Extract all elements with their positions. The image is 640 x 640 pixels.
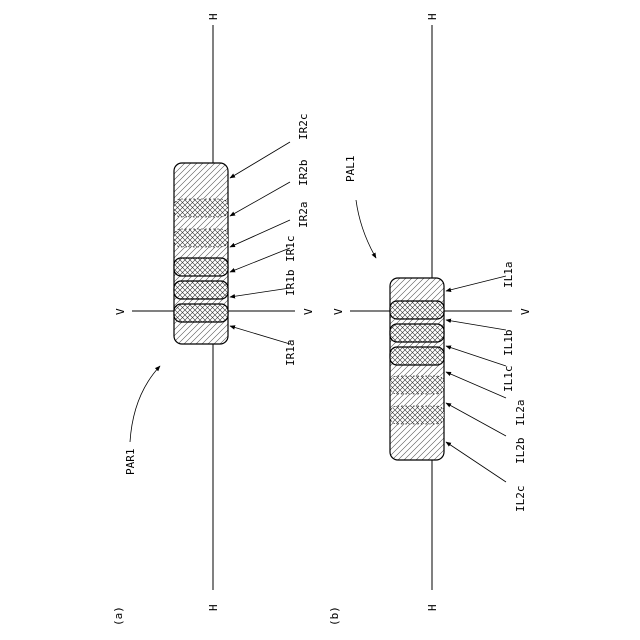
leader-par1 (130, 366, 160, 442)
label-ir2a: IR2a (297, 202, 310, 229)
leader-ir2c (230, 142, 290, 178)
label-il1b: IL1b (502, 330, 515, 357)
leader-il2b (446, 403, 506, 436)
label-il2a: IL2a (514, 400, 527, 427)
label-il1a: IL1a (502, 262, 515, 289)
leader-ir1b (230, 288, 290, 297)
leader-il1c (446, 346, 506, 366)
panel-b-h-top: H (426, 13, 439, 20)
leader-il1a (446, 276, 506, 291)
panel-a-pointer-label: PAR1 (124, 449, 137, 476)
region-ir1c (174, 258, 228, 276)
leader-ir1c (230, 248, 290, 272)
panel-b-v-right: V (519, 308, 532, 315)
region-il1a (390, 301, 444, 319)
label-ir1b: IR1b (284, 270, 297, 297)
leader-il2c (446, 442, 506, 482)
label-il2c: IL2c (514, 486, 527, 513)
region-il1b (390, 324, 444, 342)
panel-a-v-right: V (302, 308, 315, 315)
panel-a-region-par1 (174, 163, 228, 344)
label-ir1a: IR1a (284, 340, 297, 367)
panel-b: (b) H H V V PAL1 IL1a IL1b IL1c IL2a IL2… (328, 13, 532, 626)
panel-b-region-pal1 (390, 278, 444, 460)
panel-b-pointer-label: PAL1 (344, 156, 357, 183)
region-il1c (390, 347, 444, 365)
panel-a-h-bottom: H (207, 604, 220, 611)
region-il2a (390, 376, 444, 394)
panel-a-caption: (a) (112, 606, 125, 626)
leader-il1b (446, 320, 506, 330)
region-ir1b (174, 281, 228, 299)
label-ir2b: IR2b (297, 160, 310, 187)
label-il1c: IL1c (502, 366, 515, 393)
leader-il2a (446, 372, 506, 398)
leader-ir2b (230, 182, 290, 216)
panel-a-v-left: V (114, 308, 127, 315)
panel-a-h-top: H (207, 13, 220, 20)
region-ir2b (174, 229, 228, 247)
panel-b-h-bottom: H (426, 604, 439, 611)
region-il2b (390, 406, 444, 424)
region-ir2c (174, 199, 228, 217)
leader-pal1 (356, 200, 376, 258)
panel-b-caption: (b) (328, 606, 341, 626)
label-ir2c: IR2c (297, 114, 310, 141)
leader-ir1a (230, 326, 290, 344)
panel-b-v-left: V (332, 308, 345, 315)
label-il2b: IL2b (514, 438, 527, 465)
leader-ir2a (230, 220, 290, 247)
region-ir1a (174, 304, 228, 322)
label-ir1c: IR1c (284, 236, 297, 263)
panel-a: (a) H H V V PAR1 IR1a IR1b IR1c IR2a IR2… (112, 13, 315, 626)
